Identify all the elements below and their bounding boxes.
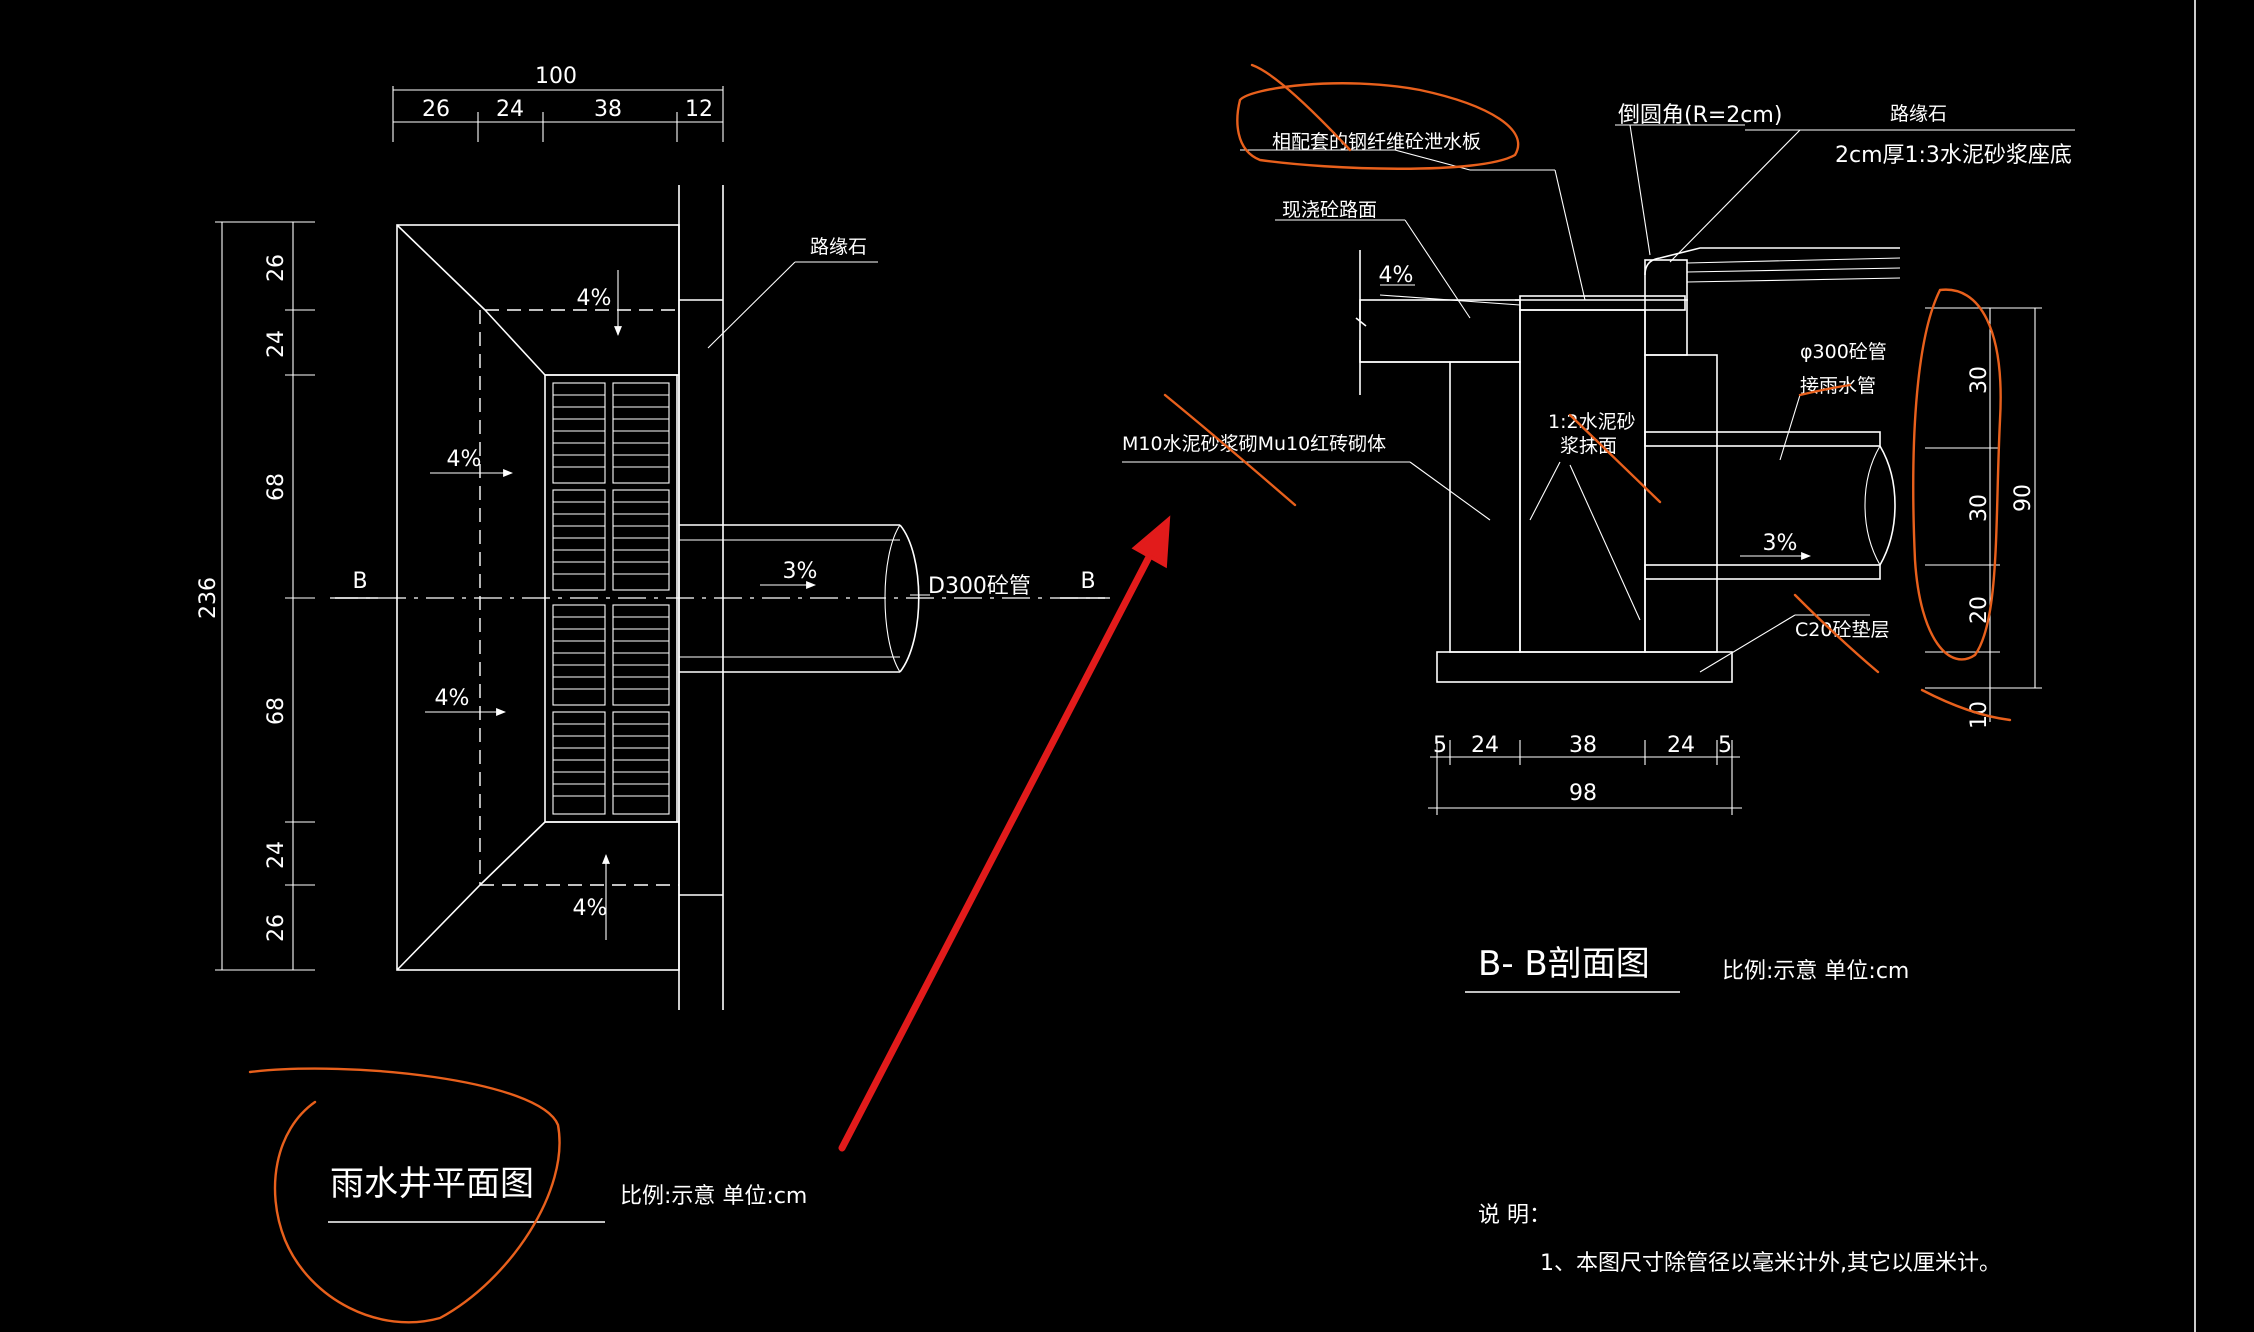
section-pipe-slope: 3% xyxy=(1763,531,1798,556)
markup-circle-water-board xyxy=(1236,63,1520,170)
section-dim-bottom-3: 38 xyxy=(1569,733,1597,758)
markup-circle-dims xyxy=(1912,288,2002,661)
plan-curb-label: 路缘石 xyxy=(810,236,867,258)
notes: 说 明： 1、本图尺寸除管径以毫米计外,其它以厘米计。 xyxy=(1478,1203,2001,1276)
label-chamfer: 倒圆角(R=2cm) xyxy=(1618,103,1782,128)
plan-view: 100 26 24 38 12 236 26 24 68 68 24 26 xyxy=(196,64,1110,1223)
plan-dim-left-6: 26 xyxy=(264,914,289,942)
label-mortar-bed: 2cm厚1:3水泥砂浆座底 xyxy=(1835,143,2072,168)
label-curb: 路缘石 xyxy=(1890,103,1947,125)
markup-underline-pipe xyxy=(1798,383,1852,397)
label-pipe-1: φ300砼管 xyxy=(1800,341,1887,363)
plan-slope-top: 4% xyxy=(577,286,612,311)
label-pavement: 现浇砼路面 xyxy=(1282,199,1377,221)
plan-dim-top-total: 100 xyxy=(535,64,577,89)
plan-slope-bottom: 4% xyxy=(573,896,608,921)
section-slope-top: 4% xyxy=(1379,263,1414,288)
label-plaster-2: 浆抹面 xyxy=(1560,435,1617,457)
markup-underline-dim-10 xyxy=(1920,688,2012,722)
plan-dim-left-total: 236 xyxy=(196,577,221,619)
section-dim-right-1: 30 xyxy=(1967,366,1992,394)
section-bottom-dimensions: 5 24 38 24 5 98 xyxy=(1428,733,1742,815)
section-dim-bottom-1: 5 xyxy=(1433,733,1447,758)
section-pipe: 3% xyxy=(1644,431,1896,580)
section-title: B- B剖面图 xyxy=(1478,944,1650,984)
plan-title: 雨水井平面图 xyxy=(330,1164,534,1204)
markup-annotations xyxy=(248,63,2012,1324)
section-dim-bottom-5: 5 xyxy=(1718,733,1732,758)
section-dim-bottom-2: 24 xyxy=(1471,733,1499,758)
plan-slope-left-lower: 4% xyxy=(435,686,470,711)
plan-dim-top-1: 26 xyxy=(422,97,450,122)
plan-dim-top-4: 12 xyxy=(685,97,713,122)
markup-strike-plaster xyxy=(1568,413,1662,504)
section-mark-left: B xyxy=(352,569,367,594)
section-dim-right-total: 90 xyxy=(2011,484,2036,512)
markup-strike-cushion xyxy=(1793,593,1880,674)
section-right-dimensions: 30 30 20 10 90 xyxy=(1925,307,2042,729)
plan-dim-top-3: 38 xyxy=(594,97,622,122)
section-scale-note: 比例:示意 单位:cm xyxy=(1722,959,1909,984)
plan-slope-left-upper: 4% xyxy=(447,447,482,472)
section-dim-bottom-4: 24 xyxy=(1667,733,1695,758)
plan-pipe-label: D300砼管 xyxy=(928,574,1031,599)
section-water-board xyxy=(1519,295,1686,311)
plan-pipe: 3% D300砼管 xyxy=(679,524,1031,673)
label-cushion: C20砼垫层 xyxy=(1795,619,1889,641)
plan-dim-left-1: 26 xyxy=(264,254,289,282)
section-view: 3% 4% 相配套的钢纤维砼泄水板 倒圆角(R=2cm) 路缘石 2cm厚1:3… xyxy=(1122,103,2075,993)
markup-strike-masonry xyxy=(1163,393,1297,507)
plan-top-dimensions: 100 26 24 38 12 xyxy=(392,64,724,142)
section-chamber xyxy=(1519,309,1646,653)
plan-dim-top-2: 24 xyxy=(496,97,524,122)
markup-circle-plan-title xyxy=(248,1067,561,1324)
plan-slope-markers: 4% 4% 4% 4% xyxy=(425,270,622,940)
notes-line-1: 1、本图尺寸除管径以毫米计外,其它以厘米计。 xyxy=(1540,1251,2001,1276)
section-mark-right: B xyxy=(1080,569,1095,594)
notes-heading: 说 明： xyxy=(1478,1203,1551,1228)
plan-dim-left-3: 68 xyxy=(264,473,289,501)
section-dim-right-2: 30 xyxy=(1967,494,1992,522)
plan-left-dimensions: 236 26 24 68 68 24 26 xyxy=(196,221,315,971)
section-labels: 相配套的钢纤维砼泄水板 倒圆角(R=2cm) 路缘石 2cm厚1:3水泥砂浆座底… xyxy=(1122,103,2075,673)
section-cushion xyxy=(1436,651,1733,683)
red-arrow xyxy=(838,515,1171,1152)
section-pavement xyxy=(1359,299,1521,363)
section-curb xyxy=(1644,259,1688,356)
label-water-board: 相配套的钢纤维砼泄水板 xyxy=(1272,131,1481,153)
label-masonry: M10水泥砂浆砌Mu10红砖砌体 xyxy=(1122,433,1386,455)
section-right-wall xyxy=(1644,354,1718,653)
plan-pipe-slope: 3% xyxy=(783,559,818,584)
plan-scale-note: 比例:示意 单位:cm xyxy=(620,1184,807,1209)
label-plaster-1: 1:2水泥砂 xyxy=(1548,411,1636,433)
section-dim-bottom-total: 98 xyxy=(1569,781,1597,806)
section-left-wall xyxy=(1449,361,1521,653)
plan-dim-left-2: 24 xyxy=(264,330,289,358)
plan-dim-left-5: 24 xyxy=(264,841,289,869)
plan-dim-left-4: 68 xyxy=(264,697,289,725)
